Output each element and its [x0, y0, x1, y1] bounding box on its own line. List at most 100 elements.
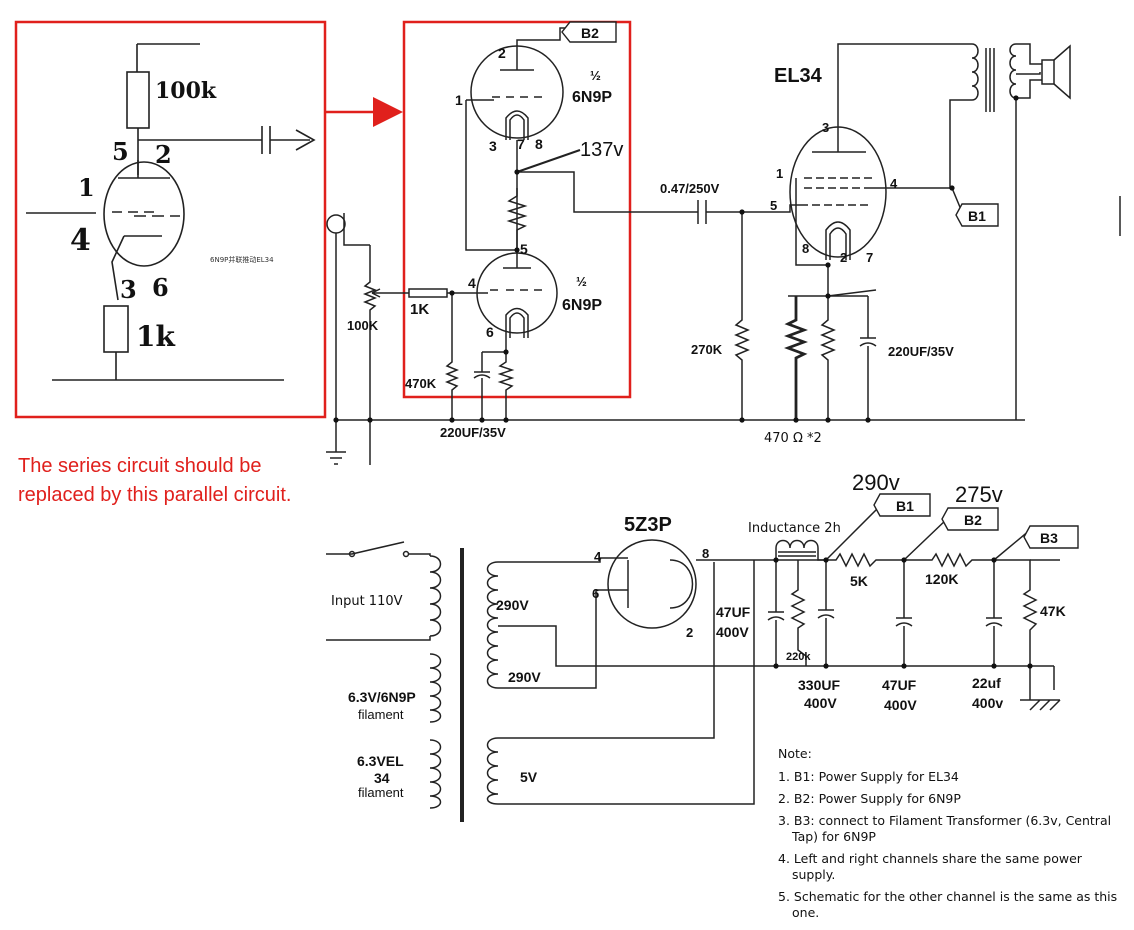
choke-inductor [775, 539, 826, 561]
note-item: 4. Left and right channels share the sam… [778, 851, 1082, 882]
inset-resistor-1k [103, 305, 129, 353]
rect-pin-8: 8 [702, 546, 709, 561]
inset-pin-5: 5 [112, 137, 129, 166]
hv-secondary [486, 561, 499, 689]
supply-b3-label: B3 [1040, 530, 1058, 546]
driver-pin-4: 4 [468, 275, 476, 291]
cap3-voltage: 400V [884, 697, 917, 713]
inset-red-frame [14, 20, 327, 419]
inset-label-1k: 1k [136, 320, 175, 353]
inset-labels: 100k 5 2 1 4 3 6 1k 6N9P并联推动EL34 [70, 78, 274, 353]
supply-b2-label: B2 [964, 512, 982, 528]
inset-pin-2: 2 [155, 140, 172, 169]
supply-b1-label: B1 [896, 498, 914, 514]
inset-label-100k: 100k [155, 78, 217, 104]
output-label-270k: 270K [691, 342, 723, 357]
input-jack [326, 214, 346, 234]
voltage-275v: 275v [955, 482, 1003, 507]
el34-pin-4: 4 [890, 176, 898, 191]
supply-b3-tag [1023, 525, 1079, 549]
pot-label-100k: 100K [347, 318, 379, 333]
output-b1-label: B1 [968, 208, 986, 224]
driver-pin-3: 3 [489, 138, 497, 154]
el34-label: EL34 [774, 65, 823, 87]
filament-el34-label-b: 34 [374, 770, 390, 786]
driver-bot-tube-label: 6N9P [562, 297, 602, 314]
driver-top-half: ½ [590, 68, 601, 83]
input-110v-label: Input 110V [331, 594, 403, 609]
driver-pin-6: 6 [486, 324, 494, 340]
inset-resistor-100k [126, 71, 150, 129]
driver-label-220uf: 220UF/35V [440, 425, 506, 440]
filament-winding-6n9p [429, 653, 442, 723]
cap3-value: 47UF [882, 677, 917, 693]
rectifier-5z3p-tube [607, 539, 697, 629]
driver-pin-2: 2 [498, 45, 506, 61]
replacement-note-line-1: The series circuit should be [18, 455, 262, 477]
bleeder-220k-label: 220k [786, 651, 811, 663]
coupling-cap-label: 0.47/250V [660, 181, 720, 196]
inset-pin-3: 3 [120, 275, 137, 304]
el34-pin-8: 8 [802, 241, 809, 256]
output-b1-tag: B1 [955, 203, 999, 227]
resistor-5k-label: 5K [850, 573, 868, 589]
driver-pin-7: 7 [517, 136, 525, 152]
supply-labels: 5Z3P 4 6 8 2 Input 110V 290V 290V 5V 6.3… [331, 470, 1066, 800]
rectifier-label: 5Z3P [624, 514, 672, 536]
output-label-220uf: 220UF/35V [888, 344, 954, 359]
output-labels: EL34 3 1 5 4 8 2 7 0.47/250V 270K 220UF/… [660, 65, 954, 446]
driver-b2-tag: B2 [561, 21, 617, 43]
inset-tube [103, 161, 185, 267]
filament-el34-sub: filament [358, 785, 404, 800]
output-stage [697, 43, 1071, 420]
cathode-resistor-label: 470 Ω *2 [764, 431, 822, 446]
driver-b2-label: B2 [581, 25, 599, 41]
secondary-290v-a: 290V [496, 597, 529, 613]
opt-primary [971, 43, 979, 101]
el34-pin-3: 3 [822, 120, 829, 135]
driver-bot-half: ½ [576, 274, 587, 289]
inset-parallel-circuit [14, 20, 327, 419]
cap1-value: 47UF [716, 604, 751, 620]
note-item: 3. B3: connect to Filament Transformer (… [778, 813, 1112, 844]
driver-label-1k: 1K [410, 301, 429, 318]
el34-pin-1: 1 [776, 166, 783, 181]
inductance-label: Inductance 2h [748, 521, 841, 536]
resistor-120k-label: 120K [925, 571, 958, 587]
driver-top-tube-label: 6N9P [572, 89, 612, 106]
inset-pin-4: 4 [70, 223, 91, 258]
driver-grid-resistor-1k [408, 288, 448, 298]
supply-tags: B1 B2 B3 [873, 493, 1079, 549]
resistor-47k-label: 47K [1040, 603, 1066, 619]
cap2-voltage: 400V [804, 695, 837, 711]
cap4-value: 22uf [972, 675, 1001, 691]
rect-pin-2: 2 [686, 625, 693, 640]
power-supply [326, 505, 1061, 822]
output-dots [739, 95, 1019, 423]
inset-pin-1: 1 [78, 173, 95, 202]
el34-pin-2: 2 [840, 250, 847, 265]
driver-pin-8: 8 [535, 136, 543, 152]
cap4-voltage: 400v [972, 695, 1003, 711]
notes-title: Note: [778, 746, 812, 761]
cap1-voltage: 400V [716, 624, 749, 640]
note-item: 1. B1: Power Supply for EL34 [778, 769, 959, 784]
inset-caption: 6N9P并联推动EL34 [210, 255, 274, 264]
rect-pin-6: 6 [592, 586, 599, 601]
driver-pin-1: 1 [455, 92, 463, 108]
rect-pin-4: 4 [594, 549, 602, 564]
secondary-290v-b: 290V [508, 669, 541, 685]
cap2-value: 330UF [798, 677, 840, 693]
driver-dots [333, 169, 520, 423]
secondary-5v: 5V [520, 769, 538, 785]
driver-label-470k: 470K [405, 376, 437, 391]
driver-pin-5: 5 [520, 241, 528, 257]
driver-labels: 2 1 3 7 8 5 4 6 ½ 6N9P ½ 6N9P 137v 1K 10… [347, 45, 623, 440]
filament-el34-label-a: 6.3VEL [357, 753, 404, 769]
notes-panel: Note: 1. B1: Power Supply for EL34 2. B2… [778, 746, 1128, 927]
supply-b2-tag [941, 507, 999, 531]
voltage-290v: 290v [852, 470, 900, 495]
filament-6n9p-label: 6.3V/6N9P [348, 689, 416, 705]
note-item: 5. Schematic for the other channel is th… [778, 889, 1118, 920]
